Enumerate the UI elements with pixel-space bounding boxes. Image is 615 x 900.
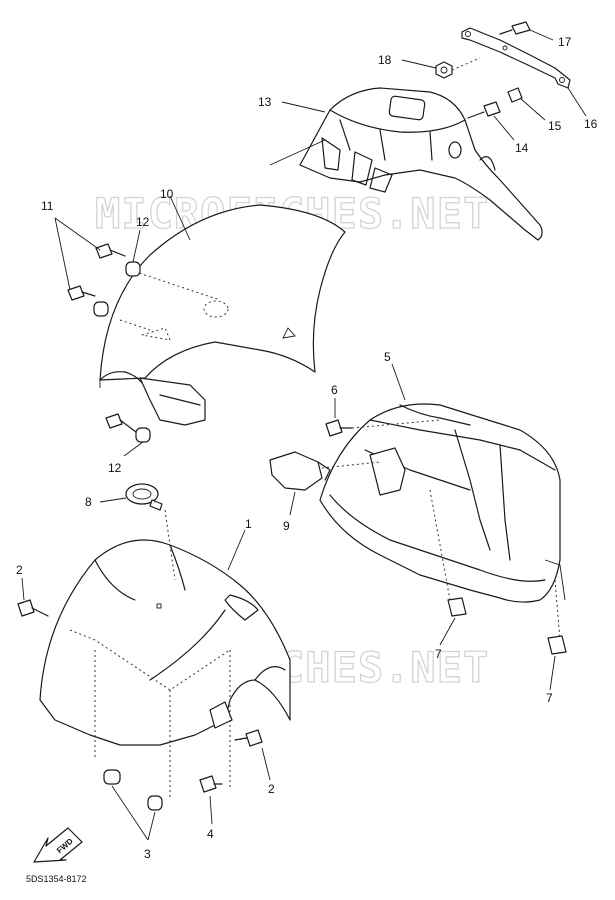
callout-14: 14 xyxy=(515,141,529,155)
callout-15: 15 xyxy=(548,119,562,133)
callout-4: 4 xyxy=(207,827,214,841)
part-5-inner-fender xyxy=(319,403,566,641)
part-18-nut xyxy=(435,57,481,79)
part-9-bracket xyxy=(269,451,381,516)
callout-12a: 12 xyxy=(136,215,150,229)
part-4-bolt xyxy=(199,775,223,825)
callout-18: 18 xyxy=(378,53,392,67)
callout-7a: 7 xyxy=(435,647,442,661)
part-12-grommets xyxy=(93,229,151,457)
part-6-bolt xyxy=(325,398,353,437)
callout-1: 1 xyxy=(245,517,252,531)
part-16-plate xyxy=(461,27,571,89)
callout-3: 3 xyxy=(144,847,151,861)
callout-2a: 2 xyxy=(16,563,23,577)
callout-17: 17 xyxy=(558,35,572,49)
callout-9: 9 xyxy=(283,519,290,533)
callout-7b: 7 xyxy=(546,691,553,705)
part-10-rear-fender xyxy=(99,204,346,426)
part-14-bolt xyxy=(467,101,501,119)
callout-8: 8 xyxy=(85,495,92,509)
callout-13: 13 xyxy=(258,95,272,109)
callout-12b: 12 xyxy=(108,461,122,475)
part-13-bracket xyxy=(269,87,543,241)
part-8-clamp xyxy=(99,483,163,511)
fwd-arrow-icon: FWD xyxy=(33,827,83,863)
part-17-bolt xyxy=(499,21,531,35)
callout-6: 6 xyxy=(331,383,338,397)
callout-11: 11 xyxy=(41,199,54,213)
part-11-bolts xyxy=(54,217,126,301)
part-3-grommets xyxy=(103,769,163,841)
diagram-code: 5DS1354-8172 xyxy=(26,874,87,884)
part-2-bolts xyxy=(17,577,271,781)
part-15-bolt xyxy=(507,87,523,103)
callout-5: 5 xyxy=(384,350,391,364)
callout-16: 16 xyxy=(584,117,598,131)
part-1-front-fender xyxy=(39,509,291,800)
callout-2b: 2 xyxy=(268,782,275,796)
part-7-clips xyxy=(439,597,567,691)
